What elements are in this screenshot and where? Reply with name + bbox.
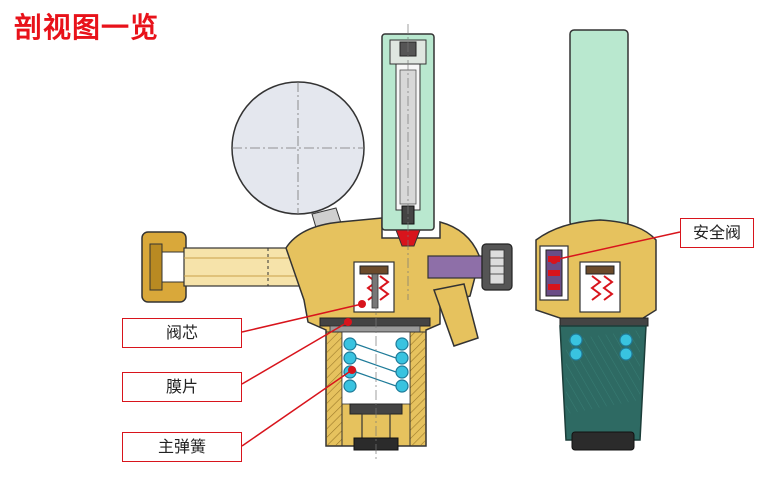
right-adjust-cap <box>571 431 635 451</box>
page-title: 剖视图一览 <box>14 11 160 44</box>
right-flow-tube <box>569 29 629 227</box>
safety-valve-insert <box>539 245 569 301</box>
left-section-view <box>141 24 513 460</box>
valve-core-label: 阀芯 <box>122 318 242 348</box>
right-valve-core <box>579 261 621 313</box>
outlet-spout <box>433 283 479 347</box>
right-main-spring <box>569 333 633 361</box>
leader-lines <box>241 231 681 447</box>
adjust-screw <box>349 300 403 460</box>
diaphragm-label: 膜片 <box>122 372 242 402</box>
flowmeter-tube <box>381 24 435 300</box>
main-spring-label: 主弹簧 <box>122 432 242 462</box>
right-section-view <box>535 29 657 451</box>
leader-dots <box>344 256 558 374</box>
diaphragm <box>319 317 431 333</box>
pressure-adjust-knob <box>427 243 513 291</box>
safety-valve-label: 安全阀 <box>680 218 754 248</box>
